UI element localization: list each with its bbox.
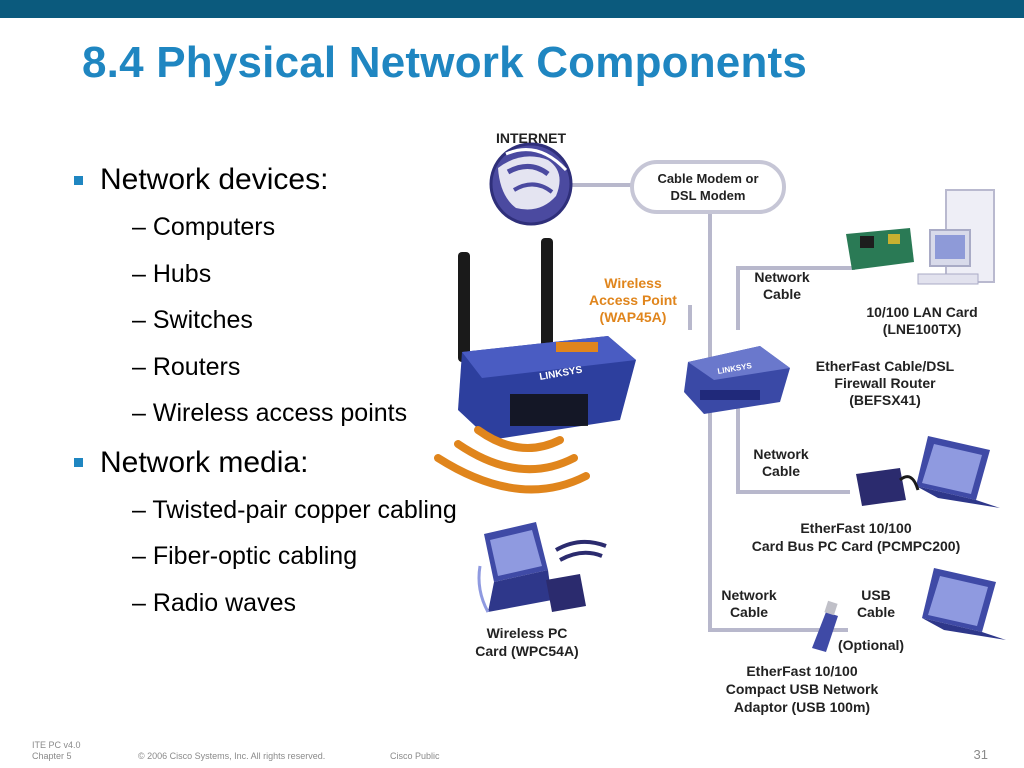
sub-bullet-radio-waves: – Radio waves: [132, 588, 296, 617]
wireless-card-label-line1: Wireless PC: [487, 625, 568, 641]
slide-title: 8.4 Physical Network Components: [82, 38, 808, 87]
sub-bullet-wireless-access-points: – Wireless access points: [132, 399, 408, 427]
usb-adaptor-label-line2: Compact USB Network: [726, 681, 879, 697]
usb-adaptor-icon: [812, 600, 838, 652]
footer-chapter: Chapter 5: [32, 751, 72, 761]
sub-bullet-computers: – Computers: [132, 213, 276, 241]
footer-course-name: ITE PC v4.0: [32, 740, 81, 750]
lan-card-icon: [846, 228, 914, 270]
usb-cable-label-line2: Cable: [857, 604, 895, 620]
network-cable-label-1-line2: Cable: [763, 286, 801, 302]
router-label-line1: EtherFast Cable/DSL: [816, 358, 955, 374]
footer-course: ITE PC v4.0 Chapter 5: [32, 740, 81, 762]
bullet-list: Network devices: – Computers – Hubs – Sw…: [70, 158, 530, 626]
page-number: 31: [973, 747, 988, 762]
pc-card-label-line2: Card Bus PC Card (PCMPC200): [752, 538, 961, 554]
bullet-label: Network devices:: [100, 163, 329, 196]
pc-card-icon: [856, 468, 920, 506]
network-cable-label-2-line1: Network: [753, 446, 808, 462]
bullet-network-devices: Network devices:: [70, 158, 530, 202]
bullet-label: Network media:: [100, 445, 309, 479]
internet-label: INTERNET: [496, 130, 566, 146]
footer-classification: Cisco Public: [390, 751, 440, 761]
network-cable-label-1-line1: Network: [754, 269, 809, 285]
sub-bullet-fiber-optic: – Fiber-optic cabling: [132, 542, 358, 570]
bullet-square-icon: [74, 458, 83, 467]
router-icon: LINKSYS: [684, 346, 790, 414]
wireless-pc-card-icon: [546, 539, 607, 612]
sub-bullet-twisted-pair: – Twisted-pair copper cabling: [132, 495, 457, 524]
sub-bullet-routers: – Routers: [132, 352, 241, 381]
optional-label: (Optional): [838, 637, 904, 653]
router-label-line3: (BEFSX41): [849, 392, 921, 408]
usb-cable-label-line1: USB: [861, 587, 891, 603]
usb-adaptor-label-line3: Adaptor (USB 100m): [734, 699, 870, 715]
wap-brand-label: LINKSYS: [539, 365, 584, 383]
modem-label-line1: Cable Modem or: [657, 171, 758, 186]
lan-card-label-line2: (LNE100TX): [883, 321, 962, 337]
footer-copyright: © 2006 Cisco Systems, Inc. All rights re…: [138, 751, 326, 761]
bullet-network-media: Network media:: [70, 441, 530, 485]
top-bar: [0, 0, 1024, 18]
laptop-icon: [922, 568, 1006, 640]
desktop-computer-icon: [917, 189, 995, 285]
usb-adaptor-label-line1: EtherFast 10/100: [746, 663, 857, 679]
wap-label-line3: (WAP45A): [600, 309, 667, 325]
modem-label-line2: DSL Modem: [671, 188, 746, 203]
cable-lines: [570, 183, 855, 632]
sub-bullet-hubs: – Hubs: [132, 259, 212, 288]
lan-card-label-line1: 10/100 LAN Card: [866, 304, 977, 320]
pc-card-label-line1: EtherFast 10/100: [800, 520, 911, 536]
wap-label-line1: Wireless: [604, 275, 662, 291]
laptop-icon: [916, 436, 1000, 508]
router-label-line2: Firewall Router: [834, 375, 936, 391]
bullet-square-icon: [74, 175, 83, 185]
sub-bullet-switches: – Switches: [132, 306, 253, 334]
modem-pill: Cable Modem or DSL Modem: [630, 160, 786, 214]
network-cable-label-3-line2: Cable: [730, 604, 768, 620]
wap-label-line2: Access Point: [589, 292, 677, 308]
network-cable-label-2-line2: Cable: [762, 463, 800, 479]
router-brand-label: LINKSYS: [717, 361, 753, 376]
network-cable-label-3-line1: Network: [721, 587, 776, 603]
wireless-card-label-line2: Card (WPC54A): [475, 643, 578, 659]
